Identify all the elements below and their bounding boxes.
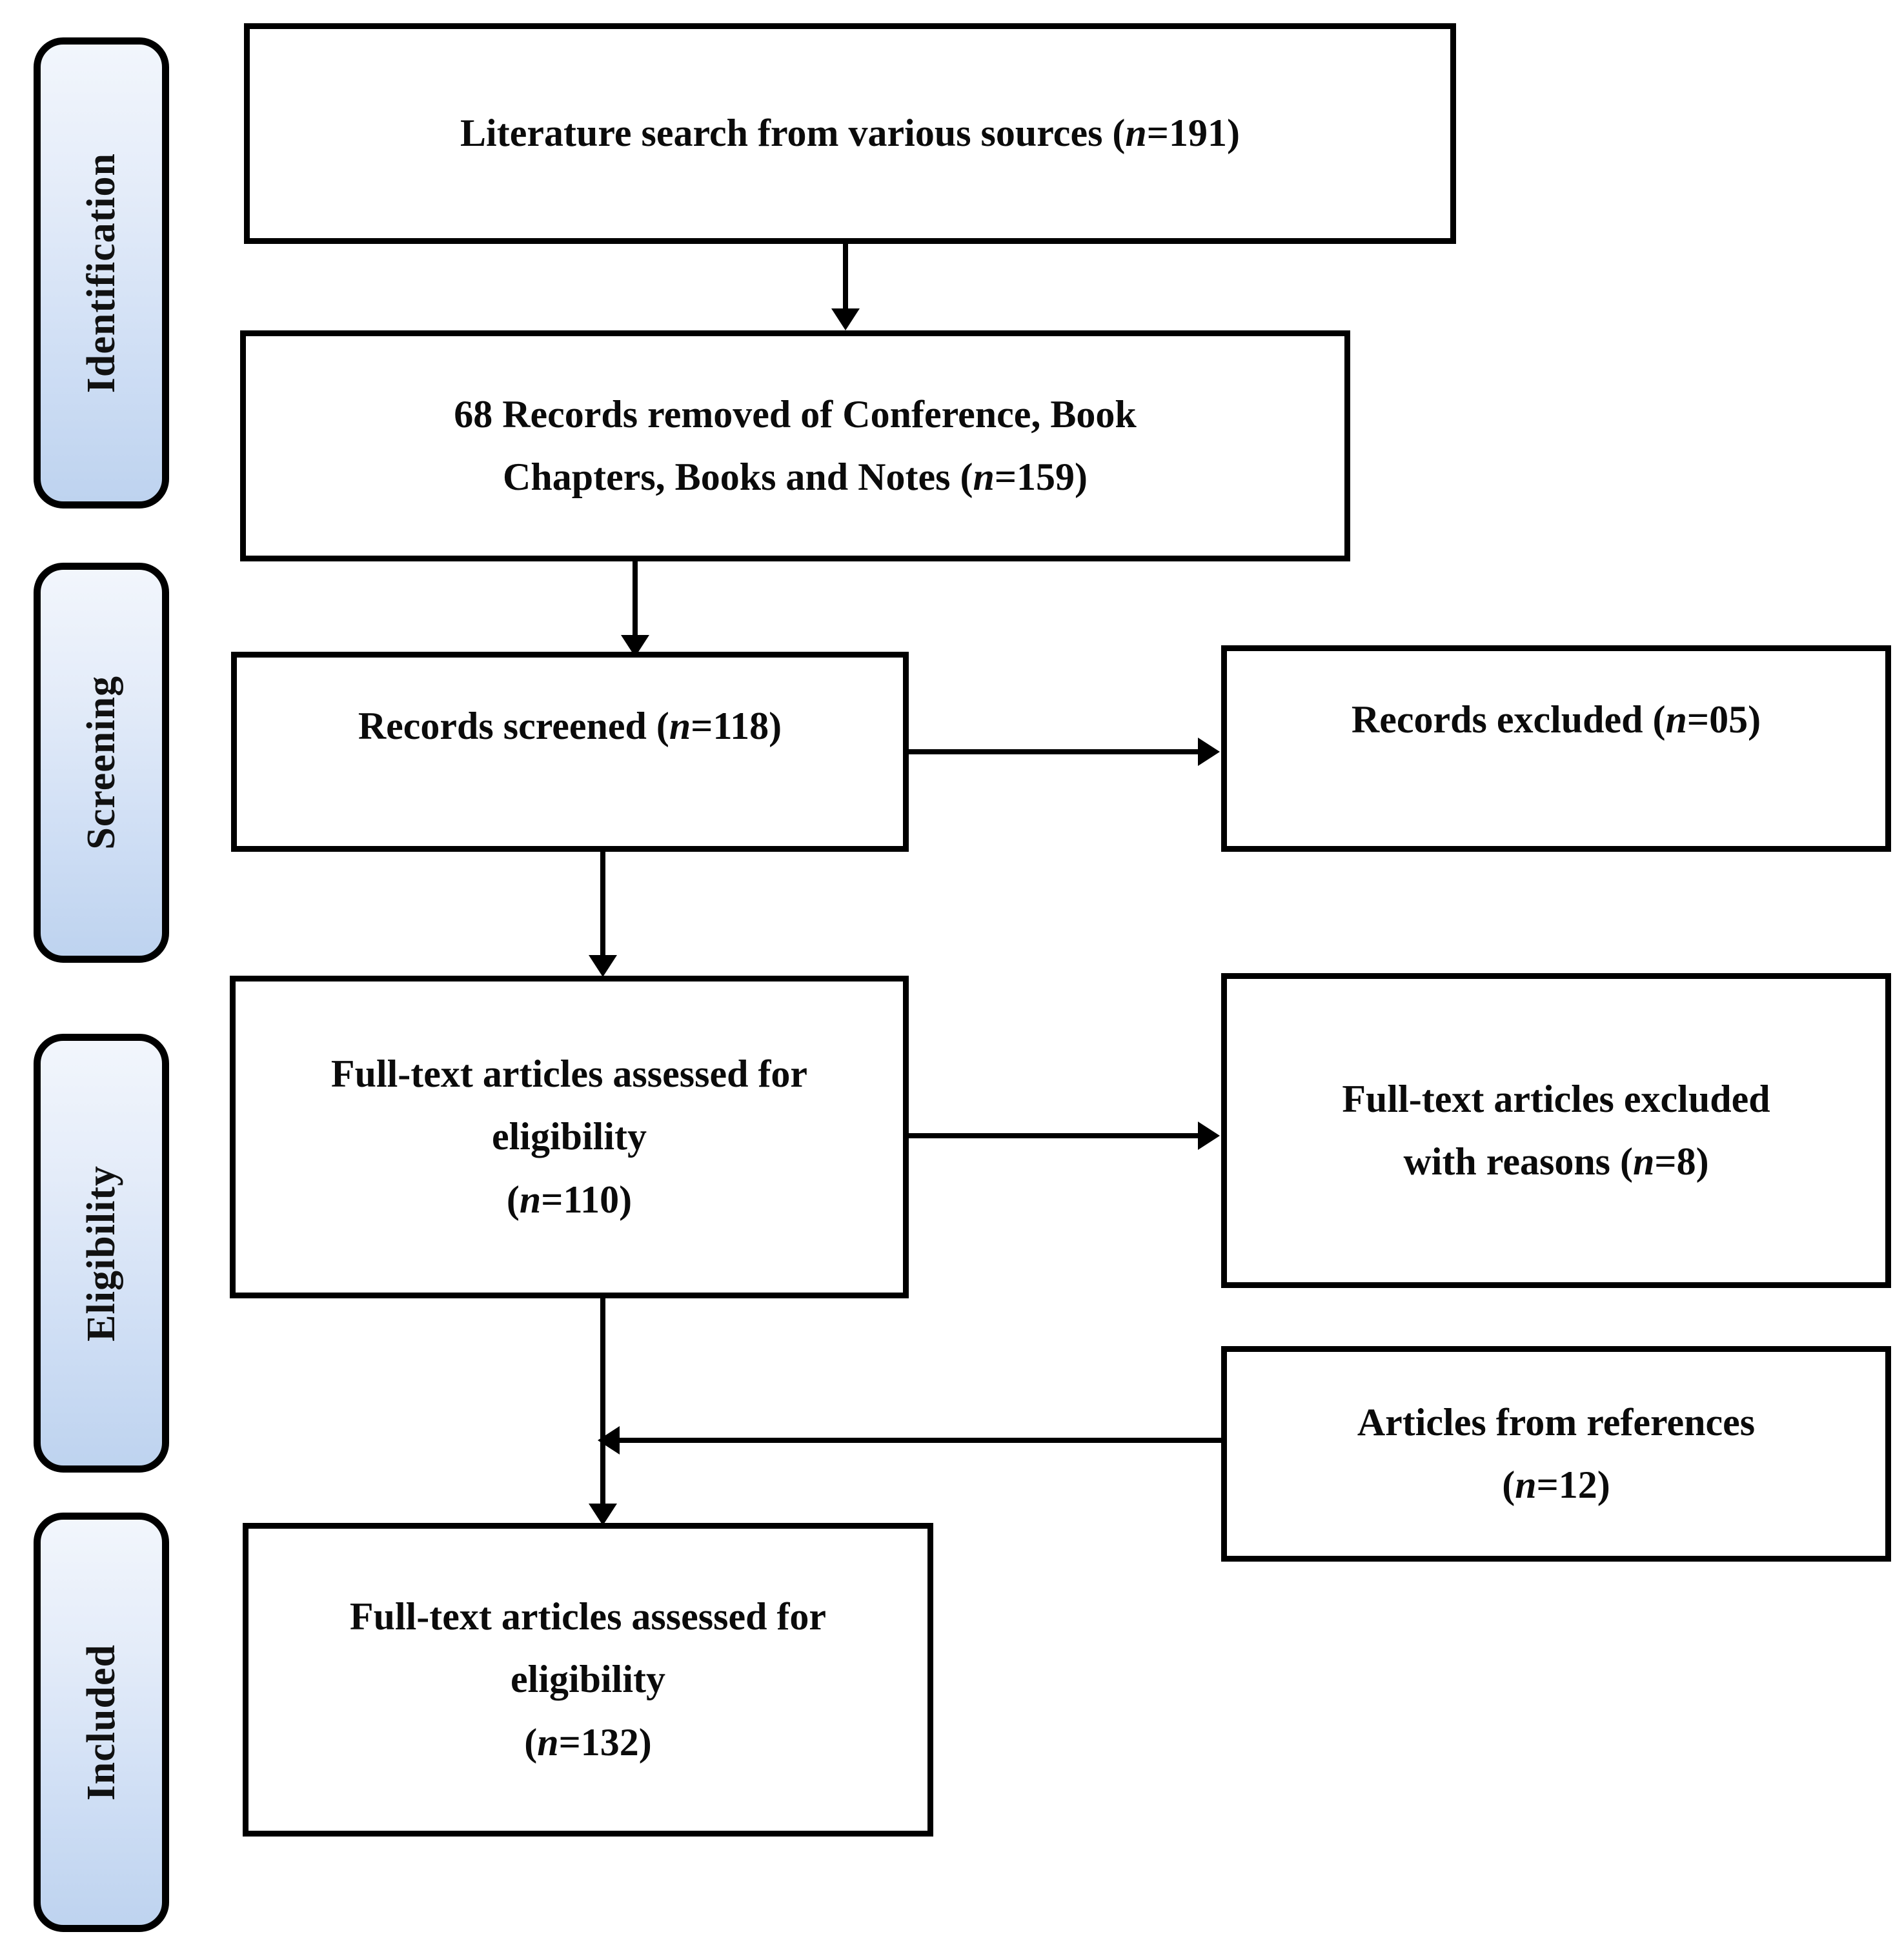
box-records-removed-line-1: 68 Records removed of Conference, Book — [454, 392, 1137, 436]
box-records-removed-line-2: Chapters, Books and Notes (n=159) — [503, 456, 1088, 498]
phase-label-included: Included — [79, 1644, 123, 1801]
arrowhead-assessed-to-included — [589, 1504, 617, 1525]
arrowhead-screened-to-excluded — [1198, 738, 1220, 766]
box-fulltext-excluded[interactable]: Full-text articles excluded with reasons… — [1221, 973, 1891, 1288]
arrowhead-screened-to-assessed — [589, 955, 617, 977]
box-records-removed[interactable]: 68 Records removed of Conference, Book C… — [240, 330, 1350, 561]
connector-assessed-to-excluded — [909, 1133, 1206, 1138]
box-fulltext-excluded-line-1: Full-text articles excluded — [1342, 1077, 1770, 1120]
phase-label-identification: Identification — [79, 152, 123, 394]
arrowhead-assessed-to-excluded — [1198, 1122, 1220, 1150]
box-articles-from-references[interactable]: Articles from references (n=12) — [1221, 1346, 1891, 1562]
box-final-included-line-3: (n=132) — [524, 1720, 652, 1764]
arrowhead-search-to-removed — [831, 308, 860, 330]
box-fulltext-assessed-line-3: (n=110) — [506, 1178, 633, 1221]
italic-n: n — [519, 1178, 542, 1221]
box-fulltext-assessed-line-1: Full-text articles assessed for — [330, 1052, 808, 1096]
connector-search-to-removed — [843, 244, 848, 315]
box-records-screened-line-1: Records screened (n=118) — [358, 705, 782, 747]
box-literature-search[interactable]: Literature search from various sources (… — [244, 23, 1456, 244]
phase-label-screening: Screening — [79, 676, 123, 850]
connector-assessed-to-included — [600, 1298, 605, 1518]
box-literature-search-line-1: Literature search from various sources (… — [460, 112, 1240, 155]
connector-screened-to-assessed — [600, 852, 605, 968]
italic-n: n — [537, 1720, 559, 1764]
box-articles-from-references-line-1: Articles from references — [1357, 1400, 1756, 1444]
box-final-included[interactable]: Full-text articles assessed for eligibil… — [243, 1523, 933, 1837]
box-articles-from-references-line-2: (n=12) — [1502, 1464, 1610, 1506]
box-final-included-line-1: Full-text articles assessed for — [349, 1595, 827, 1638]
phase-pill-included[interactable]: Included — [34, 1513, 169, 1932]
box-records-excluded[interactable]: Records excluded (n=05) — [1221, 645, 1891, 852]
italic-n: n — [669, 705, 691, 747]
italic-n: n — [1633, 1140, 1655, 1183]
box-records-excluded-line-1: Records excluded (n=05) — [1351, 698, 1761, 741]
phase-pill-identification[interactable]: Identification — [34, 37, 169, 508]
italic-n: n — [973, 456, 995, 498]
box-fulltext-excluded-line-2: with reasons (n=8) — [1403, 1140, 1709, 1183]
connector-removed-to-screened — [633, 561, 638, 643]
phase-pill-screening[interactable]: Screening — [34, 563, 169, 963]
box-final-included-line-2: eligibility — [511, 1658, 665, 1701]
box-records-screened[interactable]: Records screened (n=118) — [231, 652, 909, 852]
italic-n: n — [1665, 698, 1687, 741]
phase-label-eligibility: Eligibility — [79, 1165, 123, 1342]
phase-pill-eligibility[interactable]: Eligibility — [34, 1034, 169, 1473]
italic-n: n — [1125, 112, 1147, 155]
connector-screened-to-excluded — [909, 749, 1206, 754]
box-fulltext-assessed-line-2: eligibility — [492, 1115, 647, 1158]
italic-n: n — [1515, 1464, 1537, 1506]
box-fulltext-assessed[interactable]: Full-text articles assessed for eligibil… — [230, 976, 909, 1298]
connector-references-to-spine — [620, 1438, 1221, 1443]
